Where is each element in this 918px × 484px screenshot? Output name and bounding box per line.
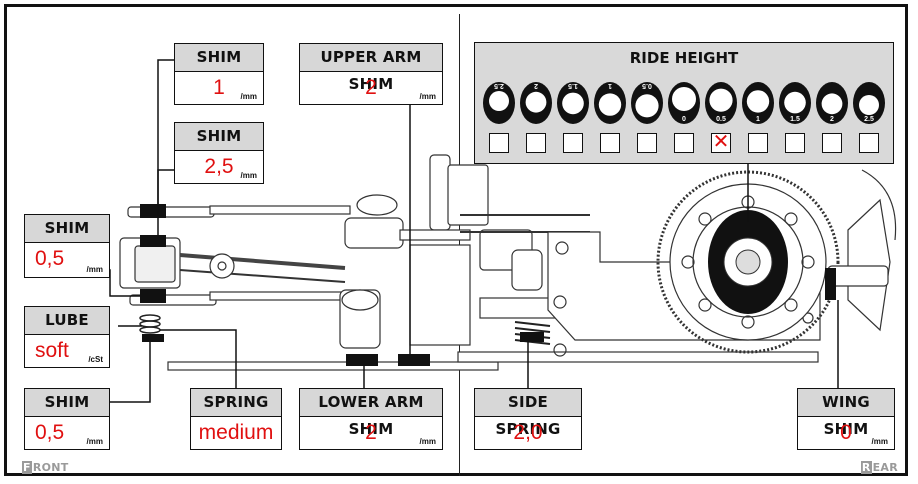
ride-height-checkbox[interactable]: [785, 133, 805, 153]
ride-height-gauge: 0: [668, 82, 700, 124]
ride-height-gauge-label: 1.5: [568, 82, 578, 89]
shim-bottom-unit: /mm: [86, 437, 103, 446]
lube-unit: /cSt: [88, 355, 103, 364]
ride-height-gauge: 1: [594, 82, 626, 124]
ride-height-checkbox[interactable]: [563, 133, 583, 153]
spring-label: SPRING: [191, 389, 281, 417]
ride-height-checkbox[interactable]: ✕: [711, 131, 731, 153]
shim-top-unit: /mm: [240, 92, 257, 101]
ride-height-gauges: 2.5 2 1.5 1 0.5 0 0.5 1 1.5 2 2.5: [483, 82, 885, 124]
front-initial: F: [22, 461, 32, 474]
ride-height-gauge-label: 1: [756, 116, 760, 123]
front-rest: RONT: [32, 461, 69, 474]
side-spring-label: SIDE SPRING: [475, 389, 581, 438]
upper-arm-shim-value[interactable]: 2: [365, 76, 377, 99]
ride-height-gauge: 1.5: [557, 82, 589, 124]
shim-left-field: SHIM 0,5 /mm: [24, 214, 110, 278]
shim-left-unit: /mm: [86, 265, 103, 274]
ride-height-gauge: 2.5: [483, 82, 515, 124]
lower-arm-shim-field: LOWER ARM SHIM 2 /mm: [299, 388, 443, 450]
side-spring-field: SIDE SPRING 2,0: [474, 388, 582, 450]
shim-bottom-label: SHIM: [25, 389, 109, 417]
ride-height-gauge: 2: [520, 82, 552, 124]
shim-top-label: SHIM: [175, 44, 263, 72]
ride-height-checkbox[interactable]: [748, 133, 768, 153]
shim-bottom-value[interactable]: 0,5: [35, 421, 65, 444]
ride-height-checkbox[interactable]: [822, 133, 842, 153]
lube-field: LUBE soft /cSt: [24, 306, 110, 368]
ride-height-title: RIDE HEIGHT: [629, 49, 739, 67]
shim-top-field: SHIM 1 /mm: [174, 43, 264, 105]
lower-arm-shim-unit: /mm: [419, 437, 436, 446]
ride-height-gauge-label: 0.5: [716, 116, 726, 123]
ride-height-gauge-label: 2: [830, 116, 834, 123]
ride-height-gauge-label: 1: [608, 82, 612, 89]
ride-height-gauge-label: 1.5: [790, 116, 800, 123]
shim-second-label: SHIM: [175, 123, 263, 151]
ride-height-checkbox[interactable]: [637, 133, 657, 153]
ride-height-gauge-row: 2.5 2 1.5 1 0.5 0 0.5 1 1.5 2 2.5: [483, 82, 885, 124]
ride-height-checkbox[interactable]: [489, 133, 509, 153]
upper-arm-shim-label: UPPER ARM SHIM: [300, 44, 442, 93]
ride-height-gauge: 1.5: [779, 82, 811, 124]
ride-height-checkbox[interactable]: [674, 133, 694, 153]
ride-height-checkbox[interactable]: [859, 133, 879, 153]
wing-shim-field: WING SHIM 0 /mm: [797, 388, 895, 450]
ride-height-gauge-label: 0: [682, 116, 686, 123]
ride-height-gauge: 0.5: [631, 82, 663, 124]
wing-shim-unit: /mm: [871, 437, 888, 446]
ride-height-gauge: 1: [742, 82, 774, 124]
ride-height-gauge-label: 2: [534, 82, 538, 89]
ride-height-checkbox[interactable]: [600, 133, 620, 153]
shim-bottom-field: SHIM 0,5 /mm: [24, 388, 110, 450]
rear-initial: R: [860, 461, 872, 474]
spring-value[interactable]: medium: [198, 421, 274, 444]
spring-field: SPRING medium: [190, 388, 282, 450]
ride-height-gauge-label: 0.5: [642, 82, 652, 89]
wing-shim-label: WING SHIM: [798, 389, 894, 438]
ride-height-panel: RIDE HEIGHT 2.5 2 1.5 1 0.5 0 0.5 1 1.5 2 2.5 ✕: [474, 42, 894, 164]
ride-height-gauge: 2: [816, 82, 848, 124]
ride-height-gauge: 2.5: [853, 82, 885, 124]
side-spring-value[interactable]: 2,0: [513, 421, 543, 444]
rear-rest: EAR: [872, 461, 898, 474]
ride-height-gauge-label: 2.5: [864, 116, 874, 123]
upper-arm-shim-field: UPPER ARM SHIM 2 /mm: [299, 43, 443, 105]
ride-height-gauge-label: 2.5: [494, 82, 504, 89]
shim-left-value[interactable]: 0,5: [35, 247, 65, 270]
wing-shim-value[interactable]: 0: [840, 421, 852, 444]
shim-second-value[interactable]: 2,5: [204, 155, 234, 178]
shim-left-label: SHIM: [25, 215, 109, 243]
ride-height-checkbox[interactable]: [526, 133, 546, 153]
upper-arm-shim-unit: /mm: [419, 92, 436, 101]
shim-second-unit: /mm: [240, 171, 257, 180]
shim-second-field: SHIM 2,5 /mm: [174, 122, 264, 184]
ride-height-gauge: 0.5: [705, 82, 737, 124]
lower-arm-shim-label: LOWER ARM SHIM: [300, 389, 442, 438]
lower-arm-shim-value[interactable]: 2: [365, 421, 377, 444]
lube-label: LUBE: [25, 307, 109, 335]
shim-top-value[interactable]: 1: [213, 76, 225, 99]
lube-value[interactable]: soft: [35, 339, 69, 362]
